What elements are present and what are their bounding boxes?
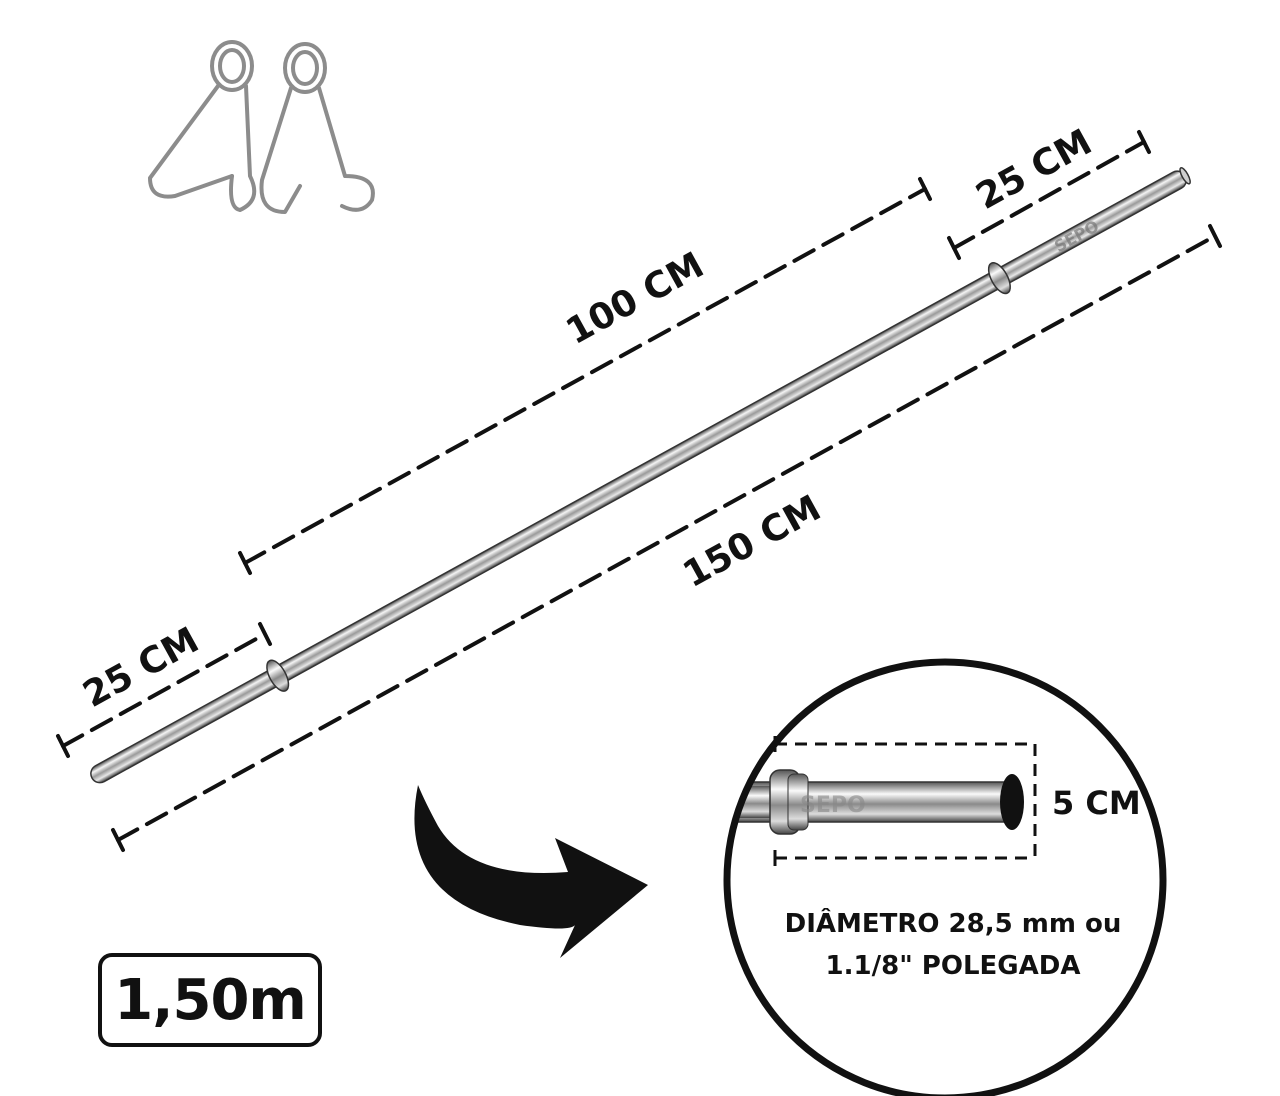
dimension-line-left-sleeve	[61, 632, 267, 748]
label-diameter-line1: DIÂMETRO 28,5 mm ou	[785, 907, 1122, 939]
label-left-sleeve: 25 CM	[77, 620, 206, 716]
dimension-line-right-sleeve	[952, 140, 1146, 250]
detail-logo: SEPO	[800, 793, 866, 818]
bar-logo: SEPO	[1051, 216, 1102, 256]
bar-length-badge: 1,50m	[98, 953, 322, 1047]
dimension-line-grip	[243, 187, 927, 565]
label-total: 150 CM	[677, 488, 828, 596]
detail-zoom-circle: SEPO 5 CM DIÂMETRO 28,5 mm ou 1.1/8" POL…	[723, 658, 1167, 1096]
spring-collar-icon	[148, 40, 257, 212]
label-end-height: 5 CM	[1052, 784, 1141, 822]
dimension-line-total	[116, 234, 1217, 842]
label-diameter-line2: 1.1/8" POLEGADA	[826, 951, 1081, 981]
label-grip: 100 CM	[560, 245, 711, 353]
spring-collar-icon	[259, 42, 375, 214]
bar-length-text: 1,50m	[114, 967, 307, 1033]
curved-arrow-icon	[414, 785, 648, 958]
label-right-sleeve: 25 CM	[970, 122, 1099, 218]
